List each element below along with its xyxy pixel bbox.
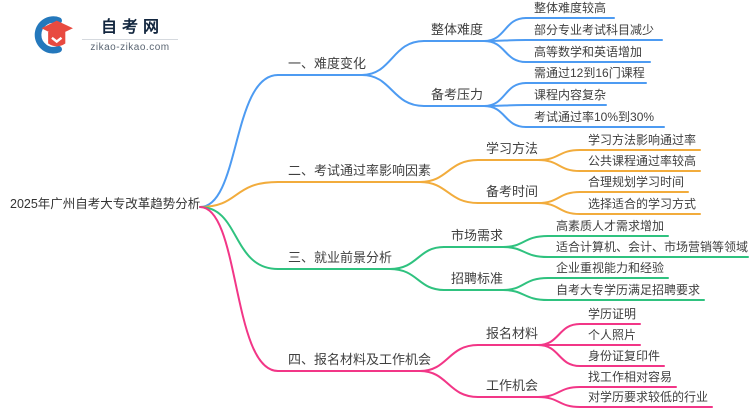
branch-3-child-1-label: 招聘标准 xyxy=(451,271,504,286)
cap-base xyxy=(48,32,66,47)
branch-curve xyxy=(537,323,581,346)
branch-curve xyxy=(199,206,279,270)
branch-curve xyxy=(199,181,279,208)
branch-curve xyxy=(199,206,279,372)
branch-curve xyxy=(419,344,479,372)
graduation-cap-icon xyxy=(34,16,73,54)
branch-4-leaf-1-1: 对学历要求较低的行业 xyxy=(588,390,709,404)
branch-1-lines xyxy=(199,17,665,208)
branch-4-child-1-label: 工作机会 xyxy=(486,378,539,393)
branch-curve xyxy=(361,40,425,76)
branch-curve xyxy=(419,181,479,204)
branch-curve xyxy=(537,149,581,161)
branch-1-child-0-label: 整体难度 xyxy=(431,22,484,37)
branch-4-child-0-label: 报名材料 xyxy=(486,326,539,341)
branch-2-label: 二、考试通过率影响因素 xyxy=(288,163,432,178)
branch-curve xyxy=(389,246,445,270)
branch-curve xyxy=(419,370,479,398)
site-logo: 自考网 zikao-zikao.com xyxy=(28,12,178,54)
logo-domain: zikao-zikao.com xyxy=(90,42,170,53)
branch-curve xyxy=(537,386,581,398)
branch-4-lines xyxy=(199,206,713,408)
logo-divider xyxy=(82,39,178,40)
branch-curve xyxy=(483,82,527,107)
branch-curve xyxy=(502,277,549,291)
branch-4-leaf-1-0: 找工作相对容易 xyxy=(588,370,673,384)
root-node: 2025年广州自考大专改革趋势分析 xyxy=(10,197,201,211)
branch-1-leaf-0-0: 整体难度较高 xyxy=(534,1,607,15)
branch-1-leaf-1-0: 需通过12到16门课程 xyxy=(534,66,645,80)
branch-4-label: 四、报名材料及工作机会 xyxy=(288,352,432,367)
branch-4-leaf-0-2: 身份证复印件 xyxy=(588,349,661,363)
branch-curve xyxy=(537,159,581,172)
branch-2-child-1-label: 备考时间 xyxy=(486,184,539,199)
branch-curve xyxy=(199,74,279,208)
logo-title: 自考网 xyxy=(100,19,164,36)
branch-curve xyxy=(537,344,581,367)
branch-curve xyxy=(361,74,425,107)
branch-curve xyxy=(502,246,549,258)
branch-4-leaf-0-1: 个人照片 xyxy=(588,328,637,342)
branch-1-leaf-0-2: 高等数学和英语增加 xyxy=(534,45,643,59)
branch-2-lines xyxy=(199,149,701,215)
branch-3-leaf-1-0: 企业重视能力和经验 xyxy=(556,261,665,275)
branch-1-child-1-label: 备考压力 xyxy=(431,87,484,102)
branch-curve xyxy=(502,289,549,301)
branch-1-label: 一、难度变化 xyxy=(288,56,367,71)
branch-3-child-0-label: 市场需求 xyxy=(451,228,504,243)
branch-curve xyxy=(502,235,549,248)
cap-chevron xyxy=(51,36,63,44)
branch-2-leaf-1-1: 选择适合的学习方式 xyxy=(588,197,697,211)
branch-4-leaf-0-0: 学历证明 xyxy=(588,307,637,321)
branch-1-leaf-1-1: 课程内容复杂 xyxy=(534,88,607,102)
branch-curve xyxy=(537,396,581,408)
logo-text-block: 自考网 zikao-zikao.com xyxy=(82,13,178,53)
branch-3-leaf-1-1: 自考大专学历满足招聘要求 xyxy=(556,283,701,297)
branch-curve xyxy=(483,40,527,63)
branch-curve xyxy=(419,159,479,183)
branch-curve xyxy=(483,105,527,128)
branch-2-child-0-label: 学习方法 xyxy=(486,141,539,156)
crescent-shape xyxy=(34,16,62,54)
branch-1-leaf-0-1: 部分专业考试科目减少 xyxy=(534,23,655,37)
branch-2-leaf-0-1: 公共课程通过率较高 xyxy=(588,154,697,168)
branch-curve xyxy=(537,202,581,215)
branch-3-lines xyxy=(199,206,749,301)
branch-curve xyxy=(389,268,445,291)
branch-2-leaf-0-0: 学习方法影响通过率 xyxy=(588,133,697,147)
branch-curve xyxy=(537,191,581,204)
branch-curve xyxy=(483,17,527,42)
branch-1-leaf-1-2: 考试通过率10%到30% xyxy=(534,110,655,124)
branch-3-label: 三、就业前景分析 xyxy=(288,250,393,265)
branch-3-leaf-0-1: 适合计算机、会计、市场营销等领域 xyxy=(556,240,749,254)
branch-3-leaf-0-0: 高素质人才需求增加 xyxy=(556,219,665,233)
branch-2-leaf-1-0: 合理规划学习时间 xyxy=(588,175,685,189)
